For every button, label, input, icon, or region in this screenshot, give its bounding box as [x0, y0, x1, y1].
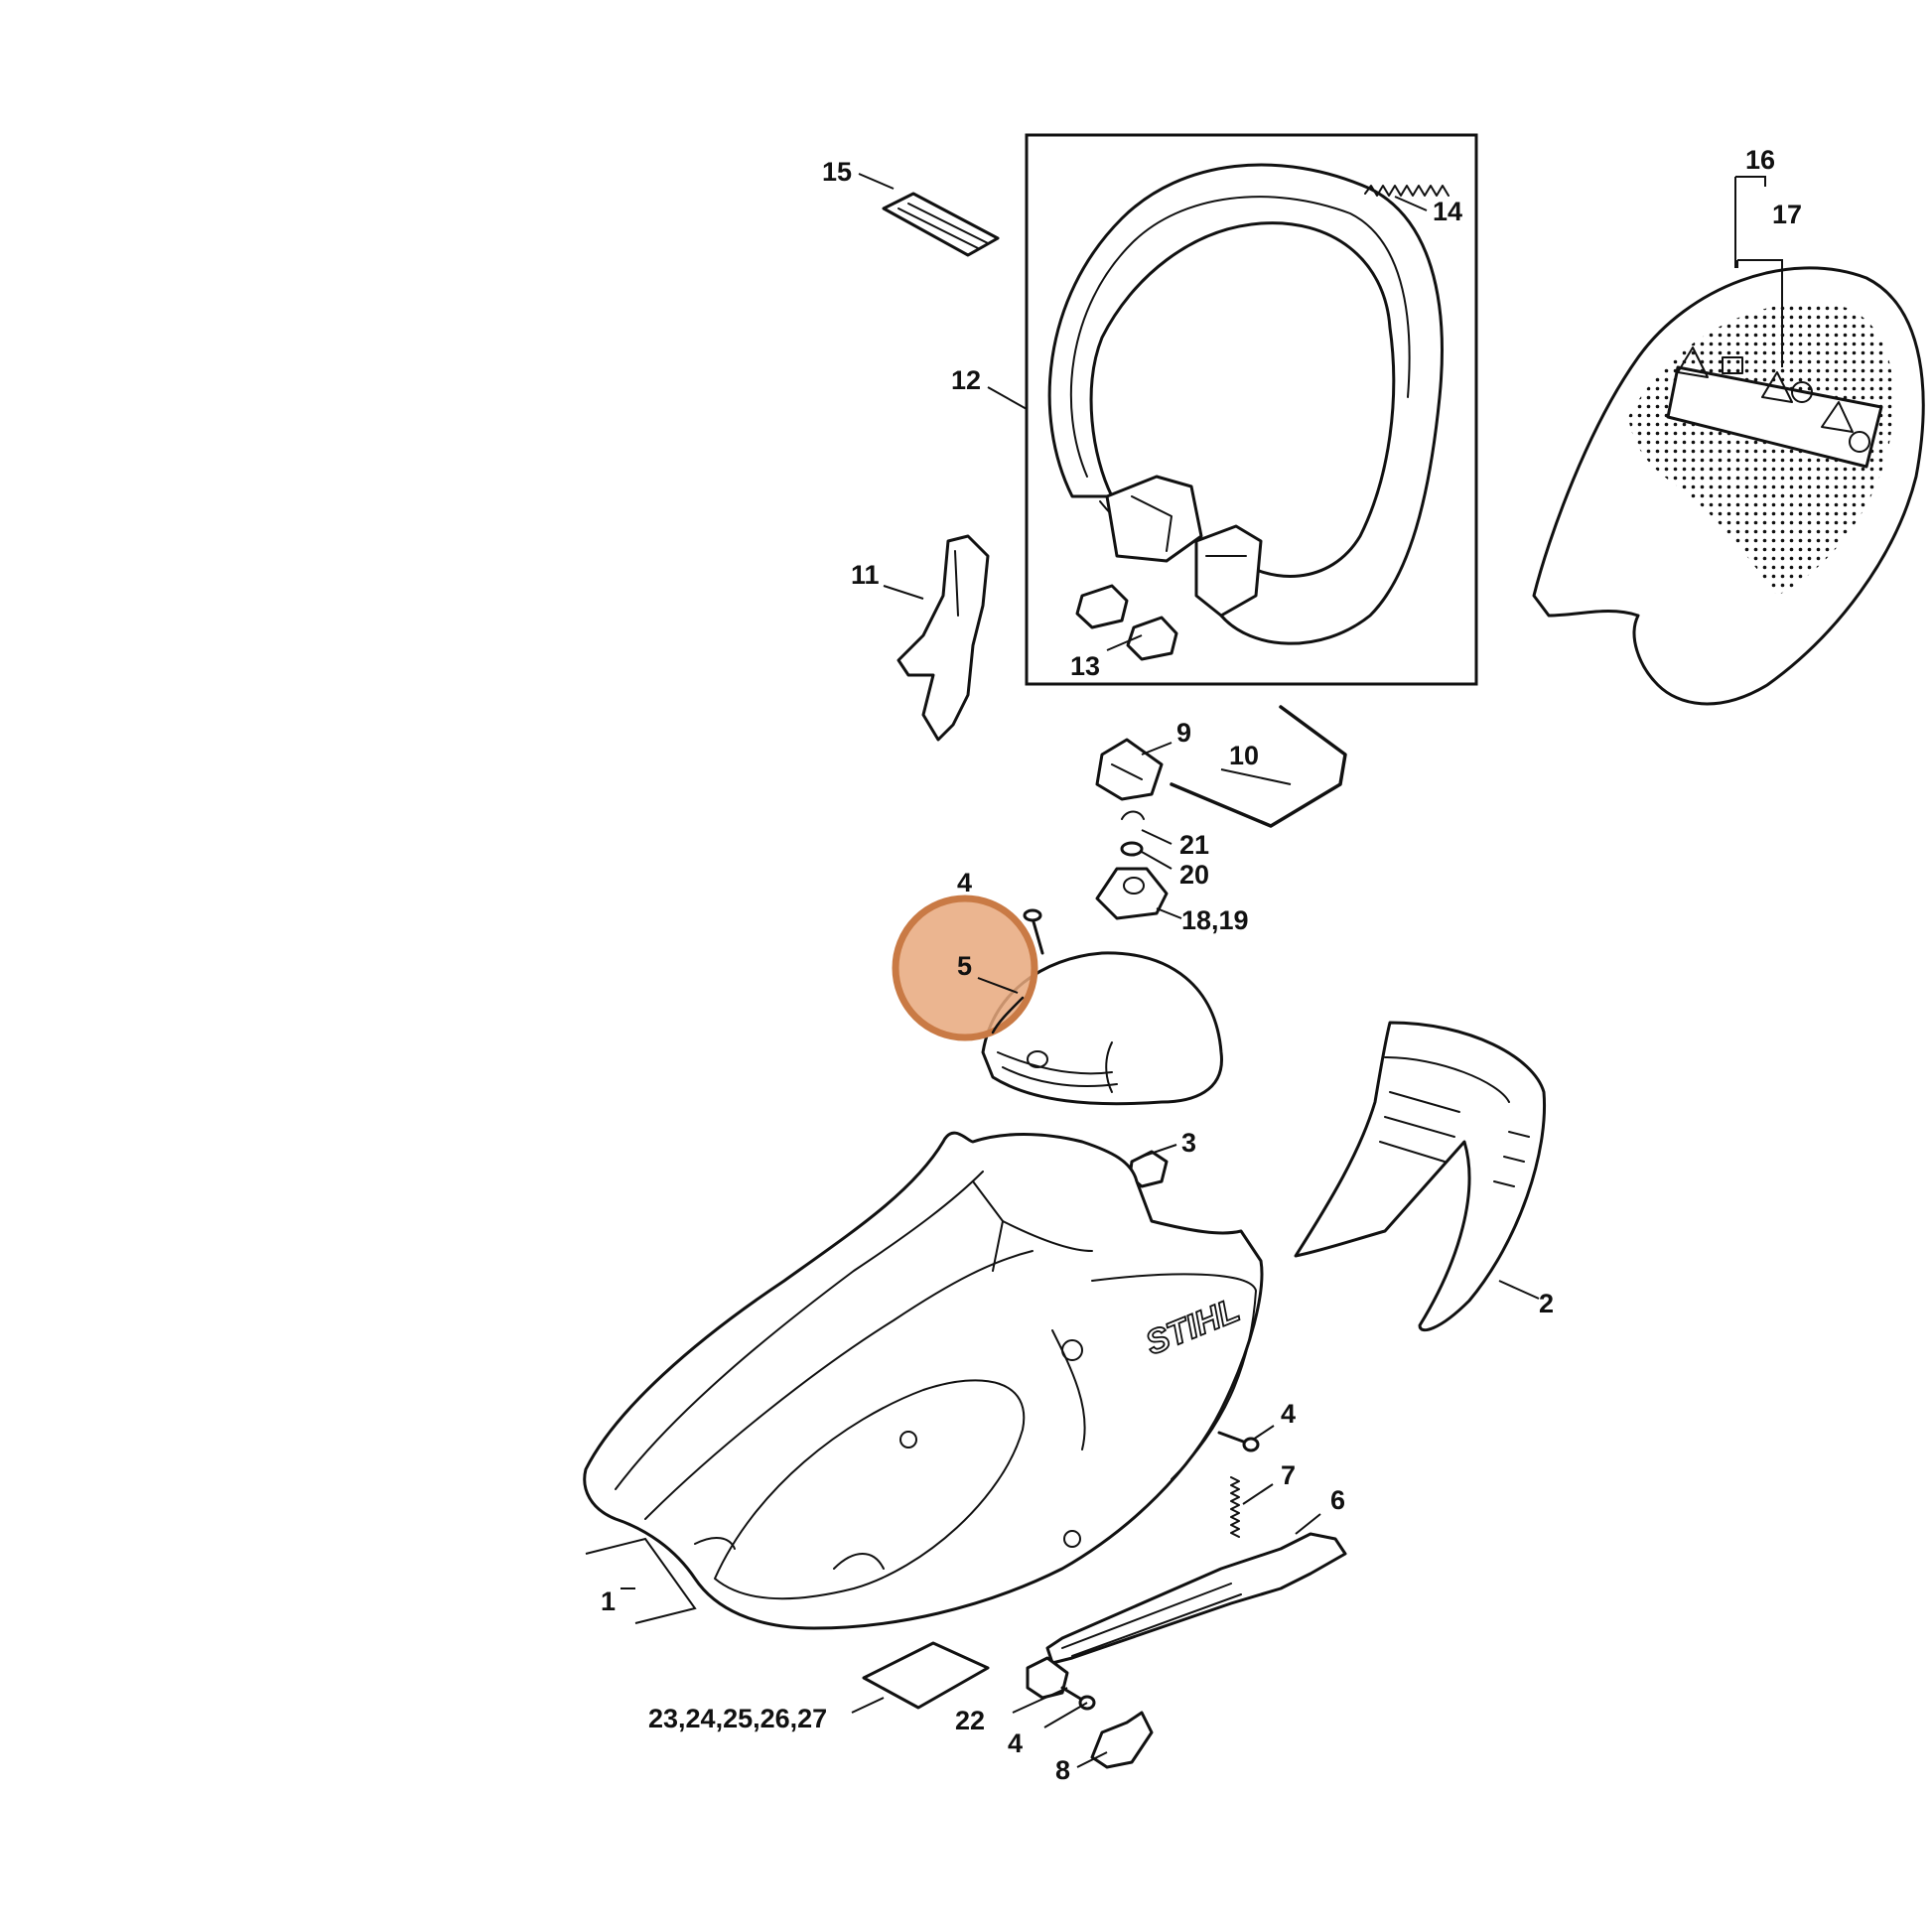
label-18-19: 18,19 — [1181, 905, 1249, 935]
trigger-lever-part — [1045, 1532, 1347, 1665]
top-cover-edge-over-highlight — [991, 996, 1025, 1035]
handle-blocks-part — [1075, 584, 1178, 661]
label-13: 13 — [1070, 651, 1100, 681]
label-14: 14 — [1433, 197, 1462, 226]
lock-block-part — [1026, 1656, 1069, 1700]
label-17: 17 — [1772, 200, 1802, 229]
label-23-27: 23,24,25,26,27 — [648, 1704, 827, 1733]
label-4-right: 4 — [1281, 1399, 1296, 1429]
highlight-circle — [892, 895, 1038, 1041]
label-3: 3 — [1181, 1128, 1196, 1158]
label-5: 5 — [957, 951, 972, 981]
clip-part — [1095, 738, 1164, 801]
screw-part-right — [1217, 1431, 1260, 1452]
side-shell-part — [1294, 1021, 1547, 1332]
loop-handle-part — [1047, 163, 1444, 645]
top-cover-part — [981, 951, 1223, 1106]
label-1: 1 — [601, 1587, 616, 1616]
label-plate-part — [882, 192, 1000, 257]
callout-labels: 1 2 3 4 4 4 5 6 7 8 9 10 11 12 13 14 15 … — [601, 145, 1802, 1785]
bracket-part — [897, 534, 990, 742]
handle-assembly-frame — [1025, 133, 1478, 686]
main-housing-part: STIHL — [583, 1131, 1264, 1630]
washer-part — [1120, 841, 1144, 857]
label-6: 6 — [1330, 1485, 1345, 1515]
label-10: 10 — [1229, 741, 1259, 770]
label-4-top: 4 — [957, 868, 972, 897]
leader-line-5 — [977, 977, 1019, 994]
label-20: 20 — [1179, 860, 1209, 890]
lock-button-part — [1090, 1711, 1154, 1769]
label-21: 21 — [1179, 830, 1209, 860]
label-8: 8 — [1055, 1755, 1070, 1785]
knob-part — [1095, 867, 1169, 920]
label-7: 7 — [1281, 1460, 1296, 1490]
label-22: 22 — [955, 1706, 985, 1735]
label-12: 12 — [951, 365, 981, 395]
trigger-spring-part — [1230, 1476, 1240, 1538]
circlip-part — [1121, 810, 1145, 820]
motor-cover-part — [1532, 266, 1925, 706]
label-2: 2 — [1539, 1289, 1554, 1318]
screw-part-top — [1023, 908, 1044, 955]
label-9: 9 — [1176, 718, 1191, 748]
rod-part — [1170, 705, 1347, 828]
label-4-bottom: 4 — [1008, 1728, 1023, 1758]
spring-part — [1364, 185, 1449, 197]
label-15: 15 — [822, 157, 852, 187]
rating-label-part — [862, 1641, 990, 1710]
label-11: 11 — [851, 560, 880, 590]
screw-part-bottom — [1060, 1686, 1096, 1711]
label-16: 16 — [1745, 145, 1775, 175]
